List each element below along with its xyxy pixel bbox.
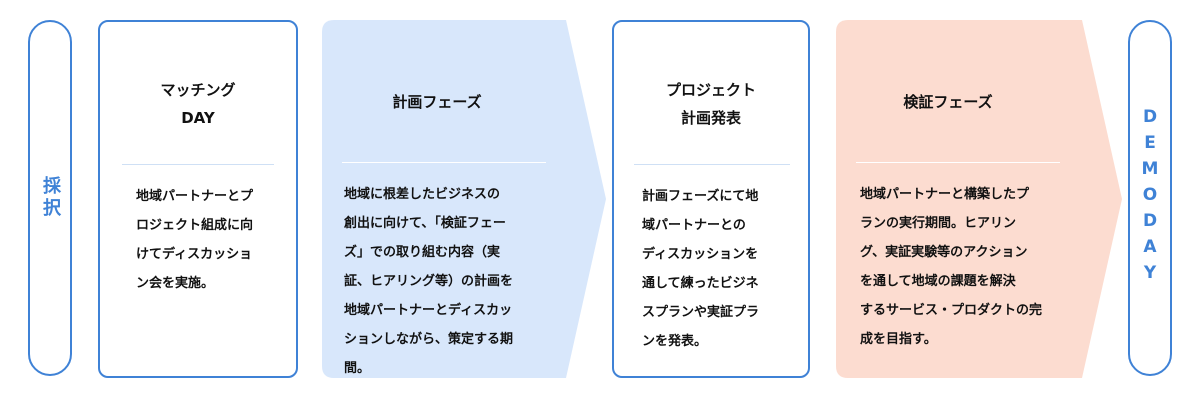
end-pill-label: DEMODAY [1140,107,1160,289]
step-divider [856,162,1060,163]
step-divider [122,164,274,165]
step-title: 計画フェーズ [392,93,482,111]
start-pill: 採択 [28,20,72,376]
step-planning-phase: 計画フェーズ 地域に根差したビジネスの 創出に向けて、「検証フェー ズ」での取り… [322,20,606,378]
step-title: プロジェクト 計画発表 [665,81,756,127]
step-title: 検証フェーズ [903,93,993,111]
step-body: 地域パートナーと構築したプ ランの実行期間。ヒアリン グ、実証実験等のアクション… [860,187,1043,347]
step-body: 地域パートナーとプ ロジェクト組成に向 けてディスカッショ ン会を実施。 [136,189,254,291]
planning-arrow-shape [322,20,606,378]
step-divider [634,164,790,165]
step-divider [342,162,546,163]
end-pill: DEMODAY [1128,20,1172,376]
start-pill-label: 採択 [40,176,61,220]
step-body: 地域に根差したビジネスの 創出に向けて、「検証フェー ズ」での取り組む内容（実 … [344,187,514,376]
step-verification-phase: 検証フェーズ 地域パートナーと構築したプ ランの実行期間。ヒアリン グ、実証実験… [836,20,1122,378]
step-title: マッチング DAY [160,81,236,127]
step-body: 計画フェーズにて地 域パートナーとの ディスカッションを 通して練ったビジネ ス… [642,189,760,349]
step-project-plan-presentation: プロジェクト 計画発表 計画フェーズにて地 域パートナーとの ディスカッションを… [612,20,810,378]
step-matching-day: マッチング DAY 地域パートナーとプ ロジェクト組成に向 けてディスカッショ … [98,20,298,378]
verification-arrow-shape [836,20,1122,378]
